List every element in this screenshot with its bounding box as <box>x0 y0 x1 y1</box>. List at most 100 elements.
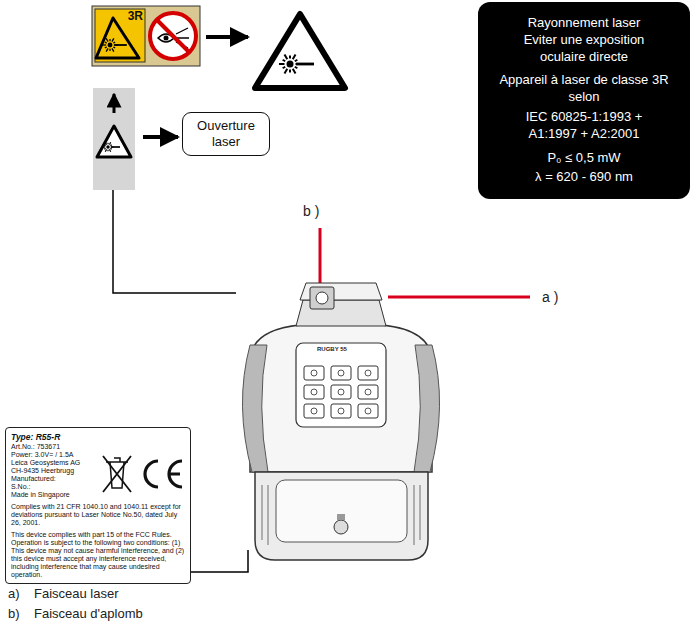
key-icon <box>311 370 317 376</box>
key-icon <box>338 370 344 376</box>
key-button <box>358 404 378 418</box>
laser-symbol <box>279 54 314 73</box>
laser-beam <box>388 296 530 299</box>
battery-door <box>276 480 407 542</box>
sun-ray <box>110 148 111 150</box>
sun-ray <box>285 69 288 74</box>
sun-ray <box>109 49 110 51</box>
latch <box>334 520 348 534</box>
callout-letter: b) <box>8 606 20 621</box>
key-button <box>358 385 378 399</box>
sun-ray <box>105 149 106 151</box>
beam-callout: b ) <box>303 203 319 219</box>
pointer-arrow <box>143 135 178 139</box>
grip-ribs <box>262 485 420 545</box>
laser-warning-triangle <box>255 14 345 88</box>
sun-ray <box>113 47 115 48</box>
aperture-label <box>93 88 135 190</box>
housing <box>250 325 432 472</box>
node-text: Eviter une exposition oculaire directe <box>509 31 659 65</box>
beam-line <box>114 44 127 46</box>
node-text: IEC 60825-1:1993 + A1:1997 + A2:2001 <box>509 108 659 142</box>
model-name: RUGBY 55 <box>317 346 347 352</box>
sun-ray <box>289 70 291 73</box>
plate-icons <box>98 452 188 496</box>
node-text: This device complies with part 15 of the… <box>11 531 185 579</box>
rotating-laser <box>242 283 439 560</box>
key-button <box>358 366 378 380</box>
node-text: Ouverture laser <box>189 118 263 150</box>
node-text: P₀ ≤ 0,5 mW <box>489 149 679 166</box>
laser-symbol <box>103 142 121 152</box>
class-label: 3R <box>95 9 145 62</box>
plumb-beam <box>319 228 322 284</box>
laser-symbol <box>102 38 127 51</box>
node-text: Manufactured: <box>11 475 185 483</box>
warning-panel: Rayonnement laserEviter une exposition o… <box>478 2 690 199</box>
sun-ray <box>289 56 291 59</box>
warning-triangle <box>97 126 131 157</box>
node-text: CH-9435 Heerbrugg <box>11 467 185 475</box>
sun-ray <box>113 42 115 43</box>
sun-ray <box>109 39 110 41</box>
legend-text: Faisceau d'aplomb <box>34 606 143 621</box>
callout-letter: a) <box>8 586 20 601</box>
type-plate: Type: R55-RArt.No.: 753671Power: 3.0V= /… <box>5 427 191 584</box>
node-text: 3R <box>97 9 143 23</box>
key-button <box>304 385 324 399</box>
node-text: Rayonnement laser <box>489 14 679 31</box>
node-text: Appareil à laser de classe 3R selon <box>498 71 670 105</box>
beam-line <box>296 63 314 66</box>
key-button <box>331 404 351 418</box>
leader-line <box>113 190 236 293</box>
sun-ray <box>107 143 108 145</box>
node-text: Complies with 21 CFR 1040.10 and 1040.11… <box>11 503 185 527</box>
ce-mark <box>145 461 182 487</box>
key-button <box>304 404 324 418</box>
sun-ray <box>102 44 106 45</box>
sun-ray <box>279 63 285 65</box>
sun-core <box>287 61 294 68</box>
up-arrow <box>113 94 116 113</box>
sun-ray <box>109 142 110 144</box>
key-icon <box>311 389 317 395</box>
sun-ray <box>105 142 106 144</box>
key-icon <box>365 370 371 376</box>
latch-slot <box>337 514 345 520</box>
prohibition-circle <box>150 13 196 59</box>
aperture-box: Ouverture laser <box>182 112 270 156</box>
pointer-arrow <box>206 35 248 39</box>
key-button <box>331 366 351 380</box>
sun-ray <box>295 67 298 69</box>
sun-ray <box>293 69 296 74</box>
sun-core <box>108 43 113 48</box>
sun-ray <box>106 48 108 51</box>
sun-ray <box>293 54 296 59</box>
warning-triangle <box>96 18 139 58</box>
warning-label <box>92 6 200 66</box>
sun-ray <box>283 60 286 62</box>
control-panel <box>296 343 386 427</box>
sun-core <box>106 145 110 149</box>
key-icon <box>365 389 371 395</box>
legend-text: Faisceau laser <box>34 586 119 601</box>
label-ground <box>92 6 200 66</box>
key-icon <box>311 408 317 414</box>
aperture-ground <box>93 88 135 190</box>
sun-ray <box>283 67 286 69</box>
node-text: Type: R55-R <box>11 432 185 443</box>
side-grip <box>242 345 268 472</box>
sun-ray <box>112 48 114 51</box>
node-text: Power: 3.0V= / 1.5A <box>11 451 185 459</box>
yellow-square <box>95 9 145 62</box>
keypad <box>304 366 378 418</box>
key-icon <box>338 389 344 395</box>
sun-ray <box>109 149 110 151</box>
prism-window <box>310 287 334 309</box>
key-button <box>331 385 351 399</box>
base <box>255 472 428 560</box>
beam-line <box>111 146 120 148</box>
sun-ray <box>295 60 298 62</box>
sun-ray <box>107 150 108 152</box>
